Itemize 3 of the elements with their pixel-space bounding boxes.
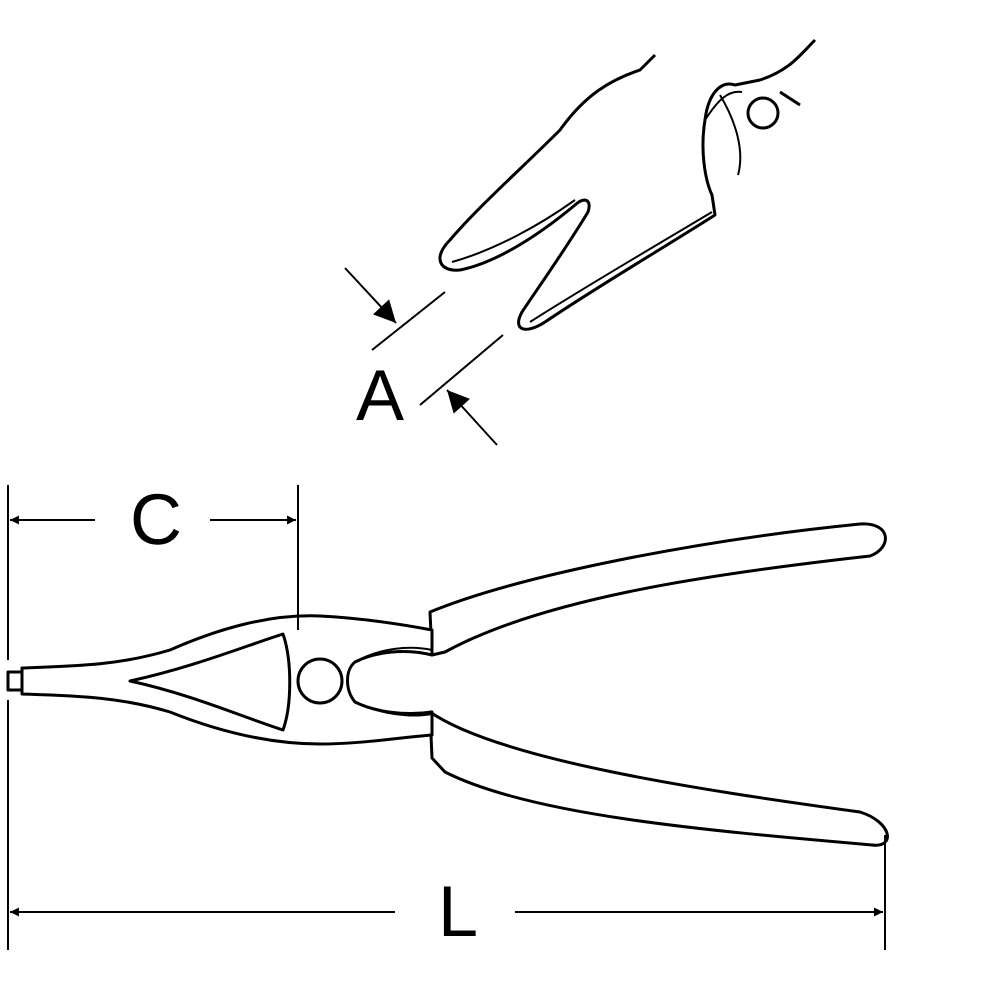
dimension-label: C	[130, 484, 182, 556]
dimension-label: L	[438, 876, 478, 948]
dimension-label: A	[356, 360, 404, 432]
